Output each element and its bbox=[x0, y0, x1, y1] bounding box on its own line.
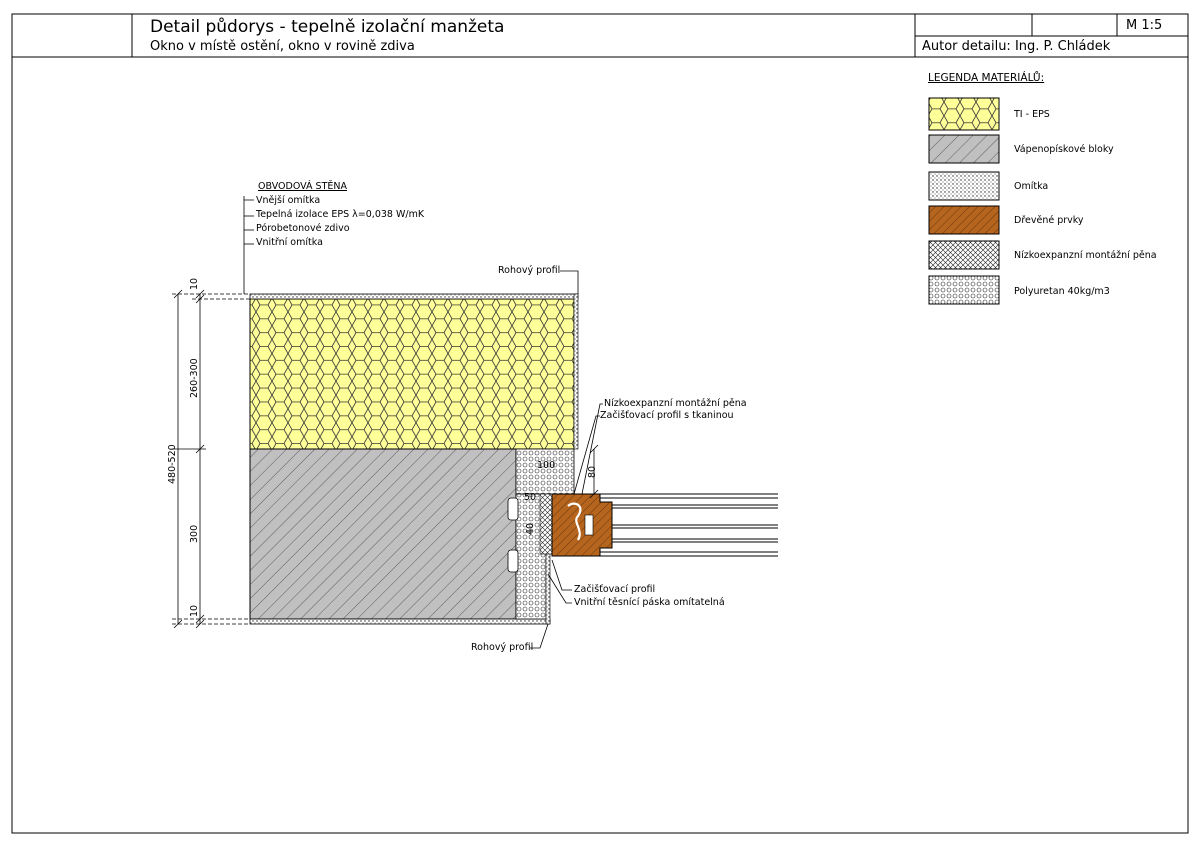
page-title: Detail půdorys - tepelně izolační manžet… bbox=[150, 17, 505, 37]
wall-layer-label: Pórobetonové zdivo bbox=[256, 223, 350, 234]
legend-swatch-eps bbox=[928, 97, 1000, 131]
leader-lines bbox=[243, 196, 603, 649]
legend-swatch-pur bbox=[928, 275, 1000, 305]
legend-swatch-wood bbox=[928, 205, 1000, 235]
glazing-lines bbox=[600, 493, 778, 557]
legend-label: Vápenopískové bloky bbox=[1014, 144, 1114, 155]
legend-label: TI - EPS bbox=[1014, 109, 1050, 120]
legend-label: Polyuretan 40kg/m3 bbox=[1014, 286, 1110, 297]
wall-layer-label: Tepelná izolace EPS λ=0,038 W/mK bbox=[256, 209, 425, 220]
dimension-80: 80 bbox=[587, 465, 598, 478]
dimension-chain bbox=[172, 289, 599, 629]
dimension-480: 480-520 bbox=[167, 444, 178, 484]
annotation-corner-profile-bottom: Rohový profil bbox=[471, 642, 534, 653]
masonry-block bbox=[249, 448, 517, 620]
wall-layer-label: Vnitřní omítka bbox=[256, 237, 323, 248]
frame-groove bbox=[584, 514, 594, 536]
annotation-foam: Nízkoexpanzní montážní pěna bbox=[604, 398, 747, 409]
legend-swatch-foam bbox=[928, 240, 1000, 270]
dimension-100: 100 bbox=[537, 460, 556, 471]
wall-layer-label: Vnější omítka bbox=[256, 195, 321, 206]
annotation-profile: Začišťovací profil bbox=[574, 584, 656, 595]
window-frame-wood bbox=[551, 493, 613, 557]
legend-heading: LEGENDA MATERIÁLŮ: bbox=[928, 72, 1045, 84]
legend-label: Dřevěné prvky bbox=[1014, 215, 1084, 226]
author-label: Autor detailu: Ing. P. Chládek bbox=[922, 39, 1111, 54]
scale-label: M 1:5 bbox=[1126, 18, 1163, 33]
exterior-plaster bbox=[249, 293, 579, 300]
annotation-tape: Vnitřní těsnící páska omítatelná bbox=[574, 597, 725, 608]
dimension-260: 260-300 bbox=[189, 358, 200, 398]
annotation-profile-mesh: Začišťovací profil s tkaninou bbox=[600, 410, 734, 421]
legend-swatches bbox=[928, 97, 1000, 305]
mounting-foam bbox=[539, 493, 553, 555]
dimension-10-bottom: 10 bbox=[189, 604, 200, 617]
dimension-10-top: 10 bbox=[189, 277, 200, 290]
sheet-frame bbox=[11, 13, 1189, 834]
dimension-40: 40 bbox=[525, 522, 536, 535]
legend-swatch-blocks bbox=[928, 134, 1000, 164]
dimension-300: 300 bbox=[189, 524, 200, 543]
dimension-50: 50 bbox=[524, 492, 537, 503]
annotation-corner-profile: Rohový profil bbox=[498, 265, 561, 276]
masonry-notch bbox=[507, 549, 519, 573]
polyurethane-zone bbox=[515, 448, 575, 495]
legend-label: Omítka bbox=[1014, 181, 1049, 192]
eps-insulation bbox=[249, 298, 575, 450]
wall-heading: OBVODOVÁ STĚNA bbox=[258, 181, 347, 192]
interior-plaster bbox=[249, 618, 551, 625]
masonry-notch bbox=[507, 497, 519, 521]
page-subtitle: Okno v místě ostění, okno v rovině zdiva bbox=[150, 39, 415, 54]
reveal-plaster bbox=[573, 293, 579, 450]
legend-label: Nízkoexpanzní montážní pěna bbox=[1014, 250, 1157, 261]
legend-swatch-plaster bbox=[928, 171, 1000, 201]
frame-gasket bbox=[567, 502, 582, 541]
